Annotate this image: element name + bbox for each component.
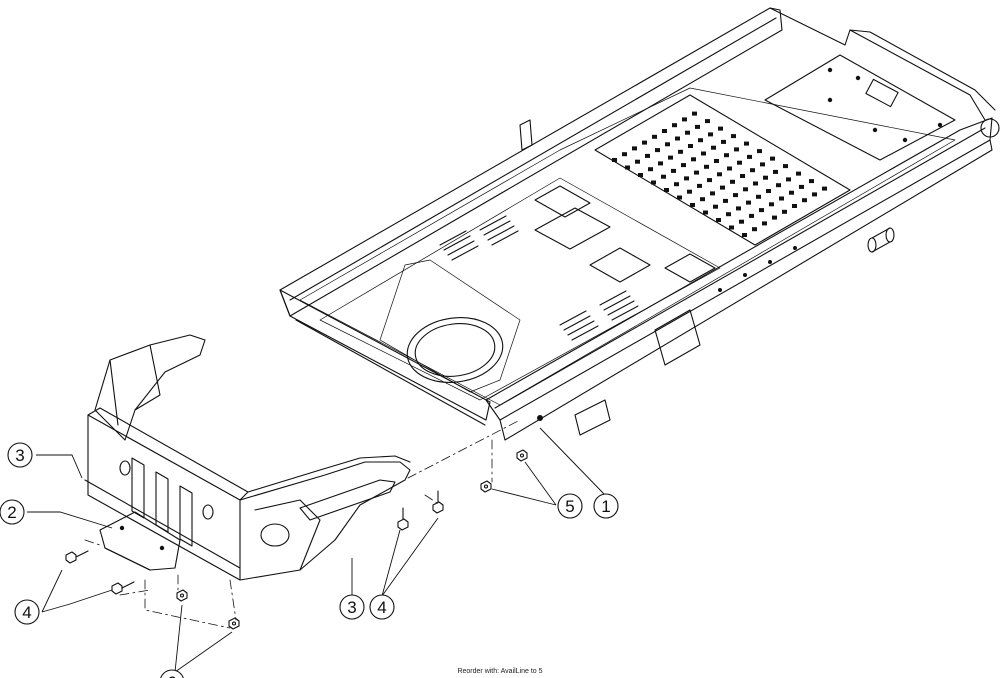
svg-text:1: 1	[601, 497, 610, 516]
callout-4-left: 4	[14, 599, 40, 625]
mower-frame	[279, 7, 1000, 441]
fasteners	[65, 419, 528, 630]
svg-text:3: 3	[347, 598, 356, 617]
callout-leaders	[27, 427, 606, 673]
footer-caption: Reorder with: AvailLine to 5	[457, 668, 543, 675]
callout-3-right: 3	[339, 594, 365, 620]
callout-1: 1	[593, 493, 619, 519]
svg-text:6: 6	[167, 673, 176, 678]
svg-text:3: 3	[15, 446, 24, 465]
front-bumper	[84, 334, 411, 581]
callout-2: 2	[0, 499, 25, 525]
callout-4-right: 4	[369, 594, 395, 620]
svg-text:5: 5	[565, 497, 574, 516]
callout-3-left: 3	[7, 442, 33, 468]
svg-text:2: 2	[7, 503, 16, 522]
callout-6: 6	[160, 669, 184, 678]
callout-5: 5	[557, 493, 583, 519]
svg-text:4: 4	[377, 598, 386, 617]
svg-text:4: 4	[22, 603, 31, 622]
